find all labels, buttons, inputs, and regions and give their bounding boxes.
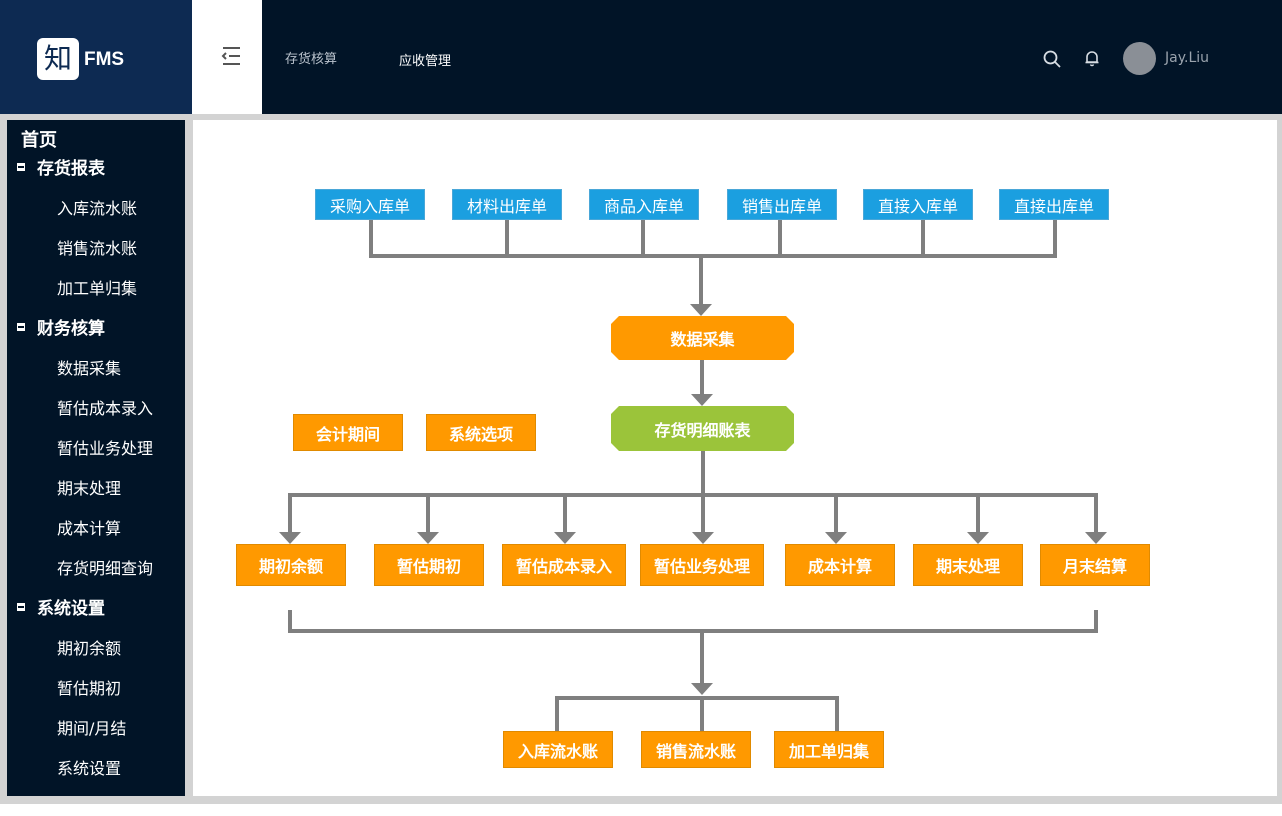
connector-line (1053, 219, 1057, 257)
logo-area (0, 0, 192, 114)
node-data-collection[interactable]: 数据采集 (611, 316, 794, 360)
node-goods-receipt[interactable]: 商品入库单 (589, 189, 699, 220)
arrow-down-icon (554, 532, 576, 544)
connector-line (641, 219, 645, 257)
node-cost-calculation[interactable]: 成本计算 (785, 544, 895, 586)
connector-line (921, 219, 925, 257)
node-inbound-ledger[interactable]: 入库流水账 (503, 731, 613, 768)
bell-icon[interactable] (1083, 49, 1101, 67)
node-direct-issue[interactable]: 直接出库单 (999, 189, 1109, 220)
connector-line (369, 219, 373, 257)
arrow-down-icon (1085, 532, 1107, 544)
node-estimated-cost-entry[interactable]: 暂估成本录入 (502, 544, 626, 586)
connector-line (1094, 610, 1098, 633)
connector-line (505, 219, 509, 257)
arrow-down-icon (279, 532, 301, 544)
avatar[interactable] (1123, 42, 1156, 75)
connector-line (288, 493, 292, 533)
sidebar-group-inventory-reports[interactable]: 存货报表 (17, 154, 105, 179)
connector-line (701, 450, 705, 496)
sidebar-item-estimated-processing[interactable]: 暂估业务处理 (57, 439, 154, 458)
connector-line (288, 629, 1098, 633)
connector-line (700, 629, 704, 685)
sidebar-item-period-month-close[interactable]: 期间/月结 (57, 719, 127, 738)
sidebar-group-label: 存货报表 (37, 159, 105, 179)
node-estimated-opening[interactable]: 暂估期初 (374, 544, 484, 586)
node-inventory-ledger[interactable]: 存货明细账表 (611, 406, 794, 451)
sidebar-home[interactable]: 首页 (21, 130, 57, 151)
logo-icon[interactable]: 知 (37, 38, 79, 80)
node-month-close[interactable]: 月末结算 (1040, 544, 1150, 586)
sidebar-group-label: 系统设置 (37, 599, 105, 619)
node-period-end[interactable]: 期末处理 (913, 544, 1023, 586)
sidebar-item-cost-calculation[interactable]: 成本计算 (57, 519, 122, 538)
connector-line (1094, 493, 1098, 533)
sidebar-item-inbound-ledger[interactable]: 入库流水账 (57, 199, 138, 218)
connector-line (288, 493, 1098, 497)
connector-line (555, 696, 839, 700)
node-direct-receipt[interactable]: 直接入库单 (863, 189, 973, 220)
tab-receivables[interactable]: 应收管理 (399, 54, 452, 69)
sidebar-item-opening-balance[interactable]: 期初余额 (57, 639, 122, 658)
connector-line (288, 610, 292, 633)
logo-text: FMS (84, 49, 125, 70)
connector-line (563, 493, 567, 533)
sidebar-group-financial-accounting[interactable]: 财务核算 (17, 314, 105, 339)
node-estimated-processing[interactable]: 暂估业务处理 (640, 544, 764, 586)
collapse-icon[interactable] (17, 602, 25, 611)
connector-line (834, 493, 838, 533)
node-sales-issue[interactable]: 销售出库单 (727, 189, 837, 220)
node-purchase-receipt[interactable]: 采购入库单 (315, 189, 425, 220)
connector-line (700, 696, 704, 732)
tab-inventory-accounting[interactable]: 存货核算 (285, 52, 338, 67)
sidebar-item-inventory-detail-query[interactable]: 存货明细查询 (57, 559, 154, 578)
arrow-down-icon (691, 683, 713, 695)
menu-toggle-area (192, 0, 262, 114)
connector-line (369, 254, 1057, 258)
collapse-icon[interactable] (17, 162, 25, 171)
collapse-icon[interactable] (17, 322, 25, 331)
node-processing-collection[interactable]: 加工单归集 (774, 731, 884, 768)
arrow-down-icon (967, 532, 989, 544)
node-material-issue[interactable]: 材料出库单 (452, 189, 562, 220)
sidebar-group-system-settings[interactable]: 系统设置 (17, 594, 105, 619)
sidebar-item-processing-collection[interactable]: 加工单归集 (57, 279, 138, 298)
sidebar-item-estimated-cost-entry[interactable]: 暂估成本录入 (57, 399, 154, 418)
arrow-down-icon (691, 394, 713, 406)
sidebar-group-label: 财务核算 (37, 319, 105, 339)
connector-line (555, 696, 559, 732)
sidebar-item-sales-ledger[interactable]: 销售流水账 (57, 239, 138, 258)
search-icon[interactable] (1043, 50, 1061, 68)
sidebar-item-data-collection[interactable]: 数据采集 (57, 359, 122, 378)
sidebar-item-system-settings[interactable]: 系统设置 (57, 759, 122, 778)
top-bar (262, 0, 1282, 114)
connector-line (700, 360, 704, 396)
connector-line (699, 254, 703, 306)
arrow-down-icon (825, 532, 847, 544)
node-system-options[interactable]: 系统选项 (426, 414, 536, 451)
node-sales-ledger[interactable]: 销售流水账 (641, 731, 751, 768)
node-accounting-period[interactable]: 会计期间 (293, 414, 403, 451)
connector-line (778, 219, 782, 257)
node-opening-balance[interactable]: 期初余额 (236, 544, 346, 586)
connector-line (835, 696, 839, 732)
sidebar-item-estimated-opening[interactable]: 暂估期初 (57, 679, 122, 698)
connector-line (976, 493, 980, 533)
arrow-down-icon (417, 532, 439, 544)
connector-line (426, 493, 430, 533)
connector-line (701, 493, 705, 533)
sidebar-item-period-end[interactable]: 期末处理 (57, 479, 122, 498)
content-area (193, 120, 1277, 796)
arrow-down-icon (692, 532, 714, 544)
arrow-down-icon (690, 304, 712, 316)
user-name[interactable]: Jay.Liu (1165, 50, 1210, 66)
menu-collapse-icon[interactable] (220, 45, 242, 67)
sidebar (7, 120, 185, 796)
